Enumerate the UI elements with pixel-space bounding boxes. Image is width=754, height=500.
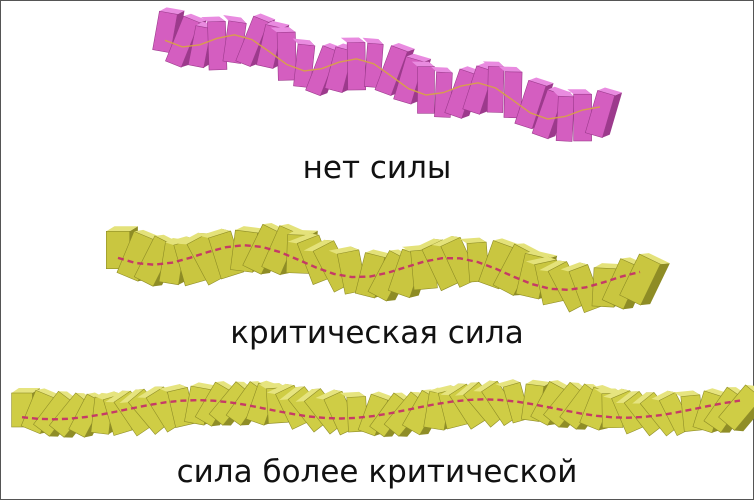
block-front-face: [347, 42, 366, 90]
block-front-face: [207, 21, 226, 70]
caption-no-force: нет силы: [0, 150, 754, 186]
helix-above-critical-force: [12, 377, 754, 441]
block-front-face: [417, 67, 434, 114]
block-top-face: [341, 37, 365, 42]
block-front-face: [487, 66, 504, 112]
block-top-face: [567, 89, 591, 94]
helix-critical-force: [106, 220, 670, 316]
helix-no-force: [153, 6, 622, 141]
caption-above-critical-force: сила более критической: [0, 454, 754, 490]
caption-critical-force: критическая сила: [0, 315, 754, 351]
block-front-face: [556, 96, 574, 141]
